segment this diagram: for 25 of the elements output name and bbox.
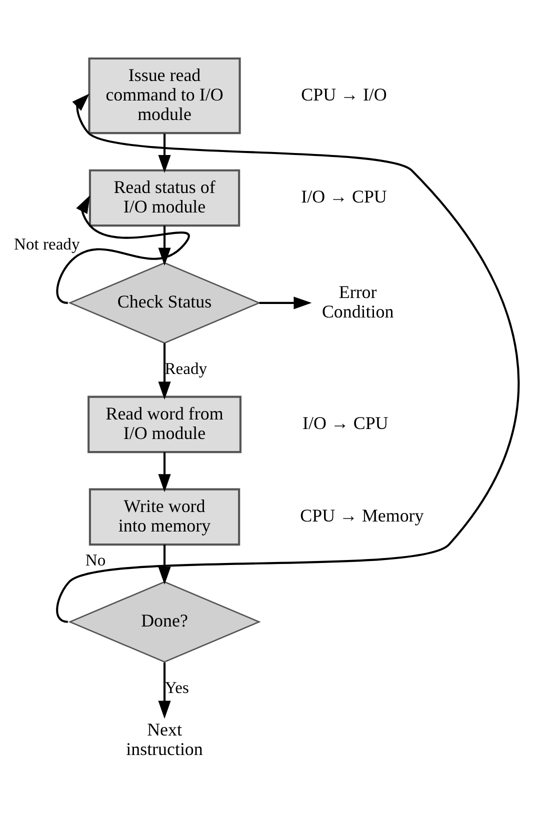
node-label: CPU → Memory bbox=[300, 505, 424, 526]
node-diamond: Done? bbox=[68, 580, 261, 662]
arrow bbox=[158, 662, 171, 718]
edge-label: Yes bbox=[164, 678, 189, 697]
node-label: I/O → CPU bbox=[302, 412, 388, 433]
arrow bbox=[158, 342, 171, 400]
arrow bbox=[259, 296, 312, 309]
node-text: Next instruction bbox=[126, 719, 203, 758]
edge-label: Not ready bbox=[14, 234, 80, 253]
node-box: Read word from I/O module bbox=[88, 395, 242, 453]
node-label: CPU → I/O bbox=[301, 84, 387, 104]
node-label: I/O → CPU bbox=[301, 186, 387, 206]
node-box: Write word into memory bbox=[88, 488, 240, 546]
node-box: Issue read command to I/O module bbox=[88, 57, 241, 134]
arrow bbox=[56, 93, 520, 622]
edge-label: Ready bbox=[164, 358, 208, 378]
arrow bbox=[158, 225, 171, 266]
arrow bbox=[56, 194, 190, 304]
node-box: Read status of I/O module bbox=[88, 168, 240, 226]
node-diamond: Check Status bbox=[68, 262, 261, 344]
edge-label: No bbox=[85, 550, 106, 570]
arrow bbox=[158, 544, 171, 584]
arrow bbox=[158, 452, 171, 492]
arrow bbox=[158, 133, 171, 172]
node-text: Error Condition bbox=[322, 281, 394, 321]
